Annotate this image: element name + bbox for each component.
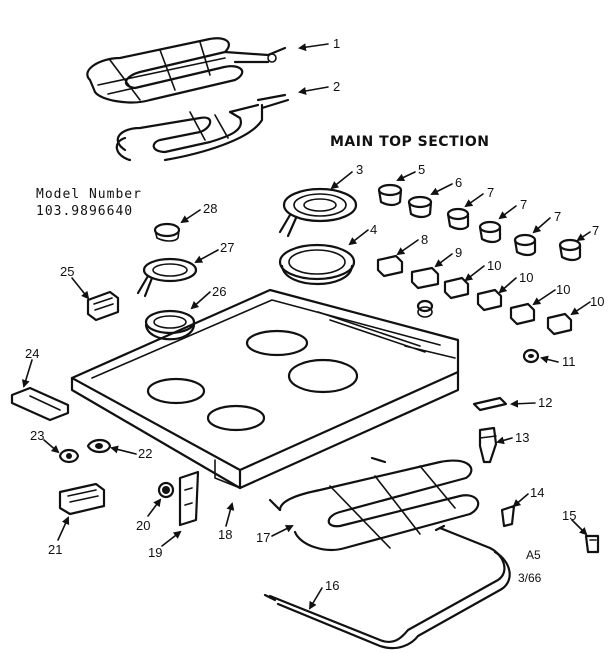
callout-8: 8 xyxy=(421,232,428,247)
broil-element-1 xyxy=(86,37,287,104)
part-22 xyxy=(86,438,112,454)
callout-20: 20 xyxy=(136,518,150,533)
callout-11: 11 xyxy=(562,354,576,369)
section-title: MAIN TOP SECTION xyxy=(330,134,489,150)
bake-element-2 xyxy=(115,93,290,162)
callout-6: 6 xyxy=(455,175,462,190)
switch-9 xyxy=(410,266,440,290)
model-label: Model Number xyxy=(36,187,142,202)
part-23 xyxy=(58,448,80,464)
switch-10b xyxy=(476,288,503,312)
control-knobs xyxy=(377,183,582,262)
part-14 xyxy=(500,504,516,528)
callout-3: 3 xyxy=(356,162,363,177)
callout-27: 27 xyxy=(220,240,234,255)
callout-22: 22 xyxy=(138,446,152,461)
callout-9: 9 xyxy=(455,245,462,260)
part-21 xyxy=(58,482,106,516)
knob-7b xyxy=(478,220,502,244)
terminal-block-25 xyxy=(86,290,120,322)
callout-10a: 10 xyxy=(487,258,501,273)
code-bottom: 3/66 xyxy=(518,571,542,585)
switch-10a xyxy=(443,276,470,300)
callout-7d: 7 xyxy=(592,223,599,238)
part-20 xyxy=(157,481,175,499)
callout-10c: 10 xyxy=(556,282,570,297)
drip-bowl-26 xyxy=(144,309,196,341)
surface-element-27 xyxy=(136,257,198,298)
callout-2: 2 xyxy=(333,79,340,94)
callout-25: 25 xyxy=(60,264,74,279)
callout-18: 18 xyxy=(218,527,232,542)
drip-bowl-4 xyxy=(278,243,356,285)
knob-7a xyxy=(446,207,470,231)
callout-arrows xyxy=(21,43,591,610)
callout-19: 19 xyxy=(148,545,162,560)
callout-10b: 10 xyxy=(519,270,533,285)
knob-7c xyxy=(513,233,537,257)
rack-element-17 xyxy=(268,456,480,551)
callout-10d: 10 xyxy=(590,294,604,309)
switch-10c xyxy=(509,302,536,326)
callout-5: 5 xyxy=(418,162,425,177)
callout-16: 16 xyxy=(325,578,339,593)
knob-6 xyxy=(407,195,433,219)
knob-5 xyxy=(377,183,403,207)
callout-14: 14 xyxy=(530,485,544,500)
callout-1: 1 xyxy=(333,36,340,51)
model-number: 103.9896640 xyxy=(36,204,133,219)
part-28 xyxy=(153,222,181,242)
callout-28: 28 xyxy=(203,201,217,216)
callout-24: 24 xyxy=(25,346,39,361)
callout-13: 13 xyxy=(515,430,529,445)
surface-element-3 xyxy=(278,187,358,238)
part-15 xyxy=(584,534,600,554)
callout-15: 15 xyxy=(562,508,576,523)
cooktop-main-18 xyxy=(70,288,460,490)
callout-7c: 7 xyxy=(554,209,561,224)
switches xyxy=(376,254,573,336)
callout-23: 23 xyxy=(30,428,44,443)
bracket-19 xyxy=(178,470,200,527)
bake-element-16 xyxy=(263,524,511,650)
knob-7d xyxy=(558,238,582,262)
part-11 xyxy=(522,348,540,364)
part-12 xyxy=(472,396,508,412)
callout-21: 21 xyxy=(48,542,62,557)
callout-labels: 1 2 3 4 5 6 7 7 7 7 8 9 10 10 10 10 11 1… xyxy=(25,36,604,593)
switch-8 xyxy=(376,254,404,278)
callout-12: 12 xyxy=(538,395,552,410)
callout-4: 4 xyxy=(370,222,377,237)
callout-7a: 7 xyxy=(487,185,494,200)
callout-7b: 7 xyxy=(520,197,527,212)
callout-26: 26 xyxy=(212,284,226,299)
switch-10d xyxy=(546,312,573,336)
bracket-24 xyxy=(10,386,70,422)
coil-part xyxy=(416,299,434,318)
part-13 xyxy=(478,426,498,464)
code-top: A5 xyxy=(526,548,541,562)
callout-17: 17 xyxy=(256,530,270,545)
